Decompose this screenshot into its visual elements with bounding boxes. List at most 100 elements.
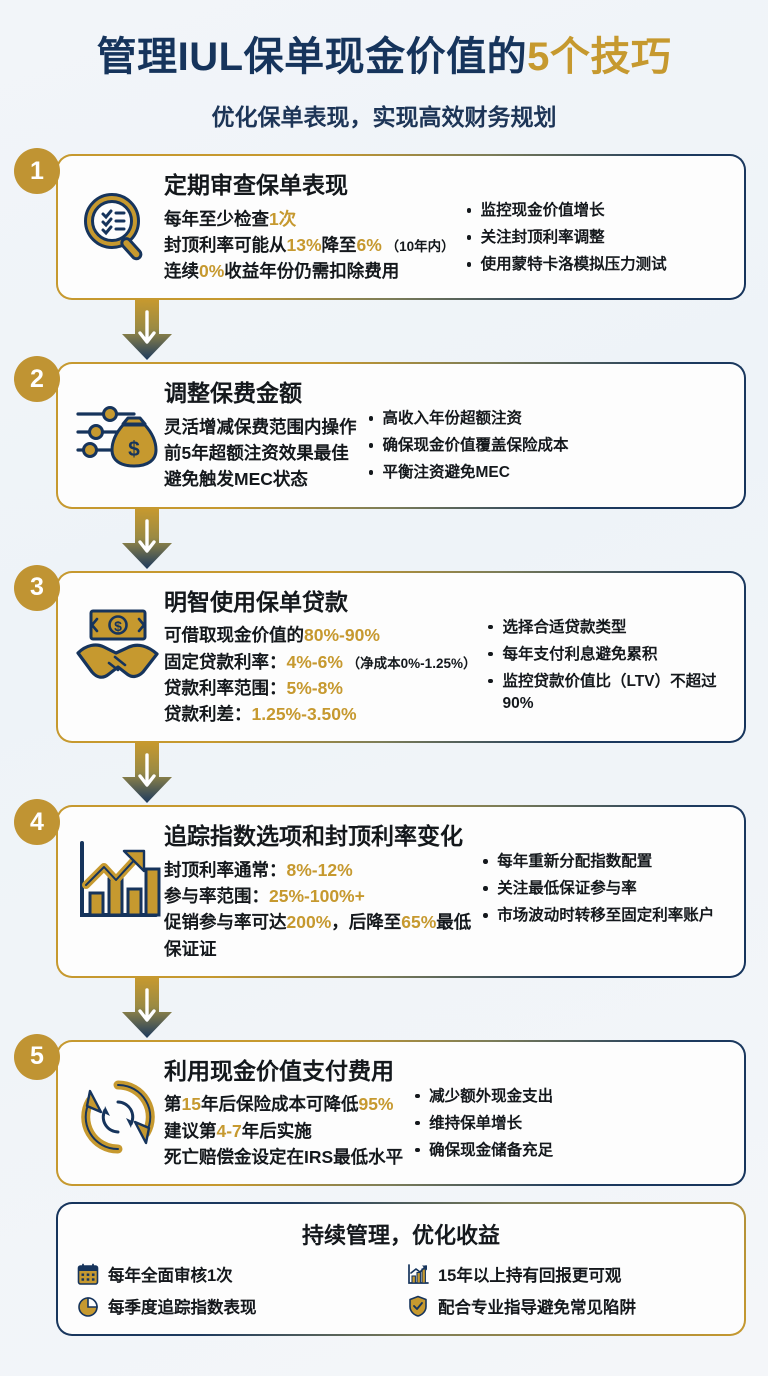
- svg-text:$: $: [114, 618, 122, 634]
- step-bullet: 市场波动时转移至固定利率账户: [483, 905, 726, 927]
- fact-segment: 8%-12%: [286, 859, 353, 880]
- step-bullets: 选择合适贷款类型每年支付利息避免累积监控贷款价值比（LTV）不超过90%: [482, 587, 726, 728]
- fact-segment: 65%: [401, 912, 437, 933]
- step-title: 定期审查保单表现: [164, 172, 348, 198]
- step-fact: 前5年超额注资效果最佳: [164, 440, 357, 466]
- step-title: 追踪指数选项和封顶利率变化: [164, 823, 463, 850]
- step-bullet: 使用蒙特卡洛模拟压力测试: [466, 254, 726, 276]
- fact-segment: 灵活增减保费范围内操作: [164, 416, 357, 437]
- refresh-cycle-icon: [72, 1056, 164, 1158]
- step-bullet: 关注最低保证参与率: [483, 878, 726, 900]
- step-bullet: 减少额外现金支出: [415, 1086, 726, 1108]
- step-connector-arrow: [116, 508, 178, 571]
- step-2: 2 $ 调整保费金额 灵活增减保费范围内操作前5年超额注资效果最佳避免触发MEC…: [0, 356, 768, 508]
- fact-segment: 固定贷款利率：: [164, 651, 287, 672]
- fact-segment: 避免触发MEC状态: [164, 469, 308, 490]
- step-card[interactable]: 追踪指数选项和封顶利率变化 封顶利率通常：8%-12%参与率范围：25%-100…: [56, 805, 746, 978]
- step-number-badge: 3: [14, 564, 60, 611]
- step-card[interactable]: $ 调整保费金额 灵活增减保费范围内操作前5年超额注资效果最佳避免触发MEC状态…: [56, 362, 746, 508]
- summary-item: 每季度追踪指数表现: [76, 1294, 396, 1318]
- fact-segment: 15: [181, 1094, 201, 1115]
- fact-segment: 保证证: [164, 938, 217, 959]
- fact-segment: 每年至少检查: [164, 208, 269, 229]
- summary-item: 每年全面审核1次: [76, 1262, 396, 1286]
- connector-arrow-shape: [122, 977, 172, 1038]
- step-card[interactable]: 利用现金价值支付费用 第15年后保险成本可降低95%建议第4-7年后实施死亡赔偿…: [56, 1040, 746, 1186]
- step-title: 明智使用保单贷款: [164, 588, 348, 615]
- step-wrapper: 4 追踪指数选项和封顶利率变化 封顶利率通常：8%-12%参与率范围：25%-1…: [0, 799, 768, 978]
- step-bullet-list: 高收入年份超额注资确保现金价值覆盖保险成本平衡注资避免MEC: [368, 408, 727, 484]
- connector-arrow-shape: [122, 508, 172, 569]
- summary-item-label: 每年全面审核1次: [108, 1267, 233, 1286]
- step-bullets: 监控现金价值增长关注封顶利率调整使用蒙特卡洛模拟压力测试: [461, 170, 726, 284]
- fact-segment: 封顶利率可能从: [164, 234, 287, 255]
- bar-chart-arrow-up-icon: [72, 821, 164, 921]
- step-fact: 参与率范围：25%-100%+: [164, 883, 471, 909]
- step-bullet: 关注封顶利率调整: [466, 227, 726, 249]
- step-fact: 促销参与率可达200%，后降至65%最低: [164, 909, 471, 935]
- pie-chart-icon: [76, 1294, 100, 1318]
- sliders-moneybag-icon: $: [72, 378, 164, 472]
- step-bullet: 平衡注资避免MEC: [368, 462, 727, 484]
- step-fact: 封顶利率通常：8%-12%: [164, 857, 471, 883]
- fact-segment: 贷款利差：: [164, 704, 252, 725]
- step-facts: 追踪指数选项和封顶利率变化 封顶利率通常：8%-12%参与率范围：25%-100…: [164, 821, 471, 962]
- step-facts: 利用现金价值支付费用 第15年后保险成本可降低95%建议第4-7年后实施死亡赔偿…: [164, 1056, 403, 1170]
- step-bullet-list: 减少额外现金支出维持保单增长确保现金储备充足: [415, 1086, 726, 1162]
- step-connector-arrow: [116, 977, 178, 1040]
- step-card[interactable]: $ 明智使用保单贷款 可借取现金价值的80%-90%固定贷款利率：4%-6% （…: [56, 571, 746, 744]
- fact-segment: 5%-8%: [286, 677, 343, 698]
- step-body: 定期审查保单表现 每年至少检查1次封顶利率可能从13%降至6% （10年内）连续…: [164, 170, 726, 284]
- connector-arrow-shape: [122, 300, 172, 361]
- step-fact: 连续0%收益年份仍需扣除费用: [164, 258, 455, 284]
- fact-segment: 死亡赔偿金设定在IRS最低水平: [164, 1146, 404, 1167]
- step-title: 调整保费金额: [164, 380, 302, 407]
- fact-segment: （净成本0%-1.25%）: [342, 655, 477, 671]
- step-bullet: 每年重新分配指数配置: [483, 851, 726, 873]
- step-card[interactable]: 定期审查保单表现 每年至少检查1次封顶利率可能从13%降至6% （10年内）连续…: [56, 154, 746, 300]
- summary-title: 持续管理，优化收益: [301, 1223, 500, 1249]
- step-bullet-list: 监控现金价值增长关注封顶利率调整使用蒙特卡洛模拟压力测试: [466, 200, 726, 276]
- fact-segment: 6%: [356, 234, 382, 255]
- fact-segment: （10年内）: [381, 238, 455, 254]
- summary-item: 配合专业指导避免常见陷阱: [406, 1294, 726, 1318]
- summary-item-label: 配合专业指导避免常见陷阱: [438, 1299, 636, 1318]
- step-bullet: 每年支付利息避免累积: [488, 644, 726, 666]
- summary-item: 15年以上持有回报更可观: [406, 1262, 726, 1286]
- fact-segment: 80%-90%: [304, 625, 380, 646]
- summary-items: 每年全面审核1次 15年以上持有回报更可观 每季度追踪指数表现 配合专业指导避免…: [76, 1262, 726, 1318]
- step-number-badge: 4: [14, 799, 60, 846]
- step-wrapper: 3 $ 明智使用保单贷款 可借取现金价值的80%-90%固定贷款利率：4%-6%…: [0, 564, 768, 744]
- fact-segment: 最低: [436, 912, 472, 933]
- step-bullet: 维持保单增长: [415, 1113, 726, 1135]
- fact-segment: 95%: [358, 1094, 394, 1115]
- page-title: 管理IUL保单现金价值的5个技巧: [0, 34, 768, 80]
- step-fact: 建议第4-7年后实施: [164, 1118, 403, 1144]
- fact-segment: 可借取现金价值的: [164, 625, 304, 646]
- step-bullet: 监控现金价值增长: [466, 200, 726, 222]
- fact-segment: 收益年份仍需扣除费用: [224, 261, 400, 282]
- step-bullet: 确保现金储备充足: [415, 1140, 726, 1162]
- step-fact: 第15年后保险成本可降低95%: [164, 1091, 403, 1117]
- step-bullet-list: 每年重新分配指数配置关注最低保证参与率市场波动时转移至固定利率账户: [483, 851, 726, 927]
- fact-segment: 第: [164, 1094, 182, 1115]
- step-body: 利用现金价值支付费用 第15年后保险成本可降低95%建议第4-7年后实施死亡赔偿…: [164, 1056, 726, 1170]
- step-connector-arrow: [116, 300, 178, 362]
- step-body: 调整保费金额 灵活增减保费范围内操作前5年超额注资效果最佳避免触发MEC状态 高…: [164, 378, 726, 492]
- header: 管理IUL保单现金价值的5个技巧 优化保单表现，实现高效财务规划: [0, 0, 768, 132]
- steps-list: 1 定期审查保单表现 每年至少检查1次封顶利率可能从13%降至6% （10年内）…: [0, 148, 768, 1186]
- fact-segment: 贷款利率范围：: [164, 677, 287, 698]
- step-connector-arrow: [116, 743, 178, 805]
- bar-chart-up-icon: [406, 1262, 430, 1286]
- step-4: 4 追踪指数选项和封顶利率变化 封顶利率通常：8%-12%参与率范围：25%-1…: [0, 799, 768, 978]
- fact-segment: ，后降至: [331, 912, 402, 933]
- fact-segment: 参与率范围：: [164, 886, 269, 907]
- fact-segment: 13%: [286, 234, 322, 255]
- fact-segment: 年后保险成本可降低: [200, 1094, 359, 1115]
- step-number-badge: 2: [14, 356, 60, 403]
- banknote-handshake-icon: $: [72, 587, 164, 693]
- svg-text:$: $: [128, 438, 140, 461]
- page-title-accent: 5个技巧: [527, 35, 672, 79]
- fact-segment: 建议第: [164, 1120, 217, 1141]
